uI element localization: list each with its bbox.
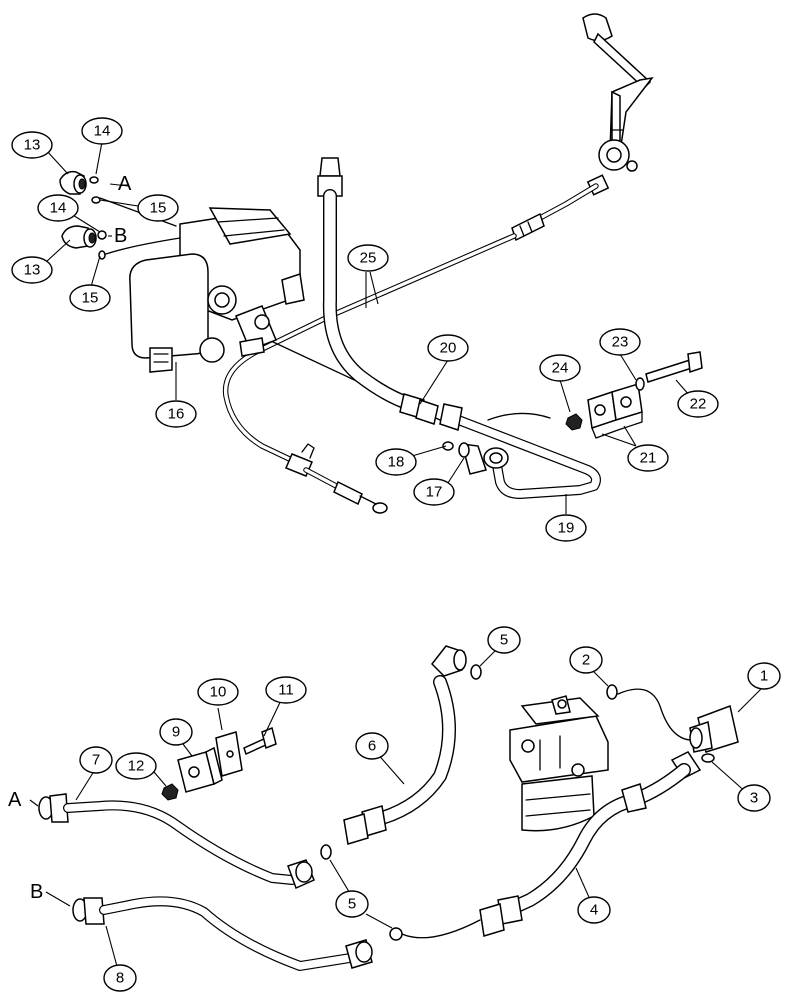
o-ring-15-upper (91, 196, 101, 204)
svg-text:10: 10 (210, 684, 227, 701)
control-cable-upper (327, 174, 610, 319)
fitting-13-lower (61, 225, 97, 249)
hose-4 (479, 751, 702, 937)
hose-25 (317, 157, 439, 425)
callout-15-lower: 15 (69, 284, 111, 312)
callout-5-lower: 5 (335, 890, 369, 918)
svg-text:16: 16 (168, 406, 185, 423)
callout-14-upper: 14 (81, 117, 123, 145)
callout-1: 1 (747, 662, 781, 690)
svg-text:2: 2 (582, 652, 590, 669)
callout-18: 18 (375, 448, 417, 476)
svg-text:21: 21 (640, 450, 657, 467)
svg-text:5: 5 (348, 896, 356, 913)
svg-text:7: 7 (92, 752, 100, 769)
leader-lines (29, 141, 765, 971)
svg-text:24: 24 (552, 360, 569, 377)
callout-13-lower: 13 (11, 256, 53, 284)
svg-text:6: 6 (368, 738, 376, 755)
clamp-21 (587, 383, 643, 439)
callout-5-upper: 5 (487, 626, 521, 654)
callout-7: 7 (79, 746, 113, 774)
callout-2: 2 (569, 646, 603, 674)
callout-22: 22 (677, 390, 719, 418)
svg-text:5: 5 (500, 632, 508, 649)
callout-4: 4 (577, 896, 611, 924)
svg-text:3: 3 (750, 790, 758, 807)
washer-23 (635, 377, 645, 391)
fitting-13-upper (59, 170, 87, 195)
svg-text:13: 13 (24, 137, 41, 154)
svg-text:15: 15 (82, 290, 99, 307)
port-label-lower-a: A (8, 789, 22, 811)
bolt-11 (243, 726, 277, 756)
tube-7 (38, 793, 315, 890)
svg-text:14: 14 (94, 123, 111, 140)
tube-19 (439, 403, 601, 499)
callout-9: 9 (159, 718, 193, 746)
control-cable-loop (222, 313, 388, 514)
fitting-1 (689, 704, 739, 753)
callout-14-lower: 14 (37, 194, 79, 222)
tube-8 (72, 896, 373, 971)
o-ring-5-lower-b (389, 927, 403, 941)
callout-8: 8 (103, 964, 137, 992)
svg-text:13: 13 (24, 262, 41, 279)
callout-6: 6 (355, 732, 389, 760)
svg-text:9: 9 (172, 724, 180, 741)
callout-12: 12 (115, 752, 157, 780)
clamp-block-9 (177, 746, 223, 793)
svg-text:25: 25 (360, 250, 377, 267)
svg-text:12: 12 (128, 758, 145, 775)
callout-23: 23 (599, 328, 641, 356)
port-label-lower-b: B (30, 881, 43, 903)
bolt-22 (645, 351, 703, 383)
callout-25: 25 (347, 244, 389, 272)
callout-19: 19 (545, 514, 587, 542)
svg-text:11: 11 (278, 682, 294, 699)
svg-text:20: 20 (440, 340, 457, 357)
callout-20: 20 (427, 334, 469, 362)
callout-11: 11 (265, 676, 307, 704)
plate-10 (215, 731, 243, 777)
svg-text:15: 15 (150, 200, 167, 217)
svg-text:23: 23 (612, 334, 629, 351)
callout-21: 21 (627, 444, 669, 472)
svg-text:1: 1 (760, 668, 768, 685)
elbow-17 (458, 442, 487, 475)
callout-16: 16 (155, 400, 197, 428)
control-valve (129, 207, 305, 373)
nut-12 (161, 783, 179, 801)
svg-text:17: 17 (426, 484, 443, 501)
filter-assembly (509, 695, 609, 832)
callout-13-upper: 13 (11, 131, 53, 159)
svg-text:19: 19 (558, 520, 575, 537)
fitting-leader-lines (99, 197, 181, 255)
o-ring-5-lower-a (320, 844, 332, 860)
port-label-upper-a: A (118, 173, 132, 195)
o-ring-link-lines (401, 688, 691, 939)
o-ring-3 (701, 753, 715, 763)
o-ring-15-lower (98, 250, 106, 260)
svg-text:4: 4 (590, 902, 598, 919)
callout-24: 24 (539, 354, 581, 382)
callout-3: 3 (737, 784, 771, 812)
port-label-upper-b: B (114, 225, 127, 247)
o-ring-2 (606, 684, 618, 700)
hose-6 (343, 645, 467, 845)
o-ring-14-lower (97, 230, 107, 240)
nut-24 (565, 413, 583, 431)
svg-text:22: 22 (690, 396, 707, 413)
svg-text:14: 14 (50, 200, 67, 217)
svg-text:8: 8 (116, 970, 124, 987)
o-ring-5-upper (470, 664, 482, 680)
callout-10: 10 (197, 678, 239, 706)
callout-17: 17 (413, 478, 455, 506)
o-ring-14-upper (89, 176, 99, 184)
o-ring-18 (442, 441, 454, 451)
svg-text:18: 18 (388, 454, 405, 471)
callout-15-upper: 15 (137, 194, 179, 222)
control-lever (582, 13, 654, 172)
